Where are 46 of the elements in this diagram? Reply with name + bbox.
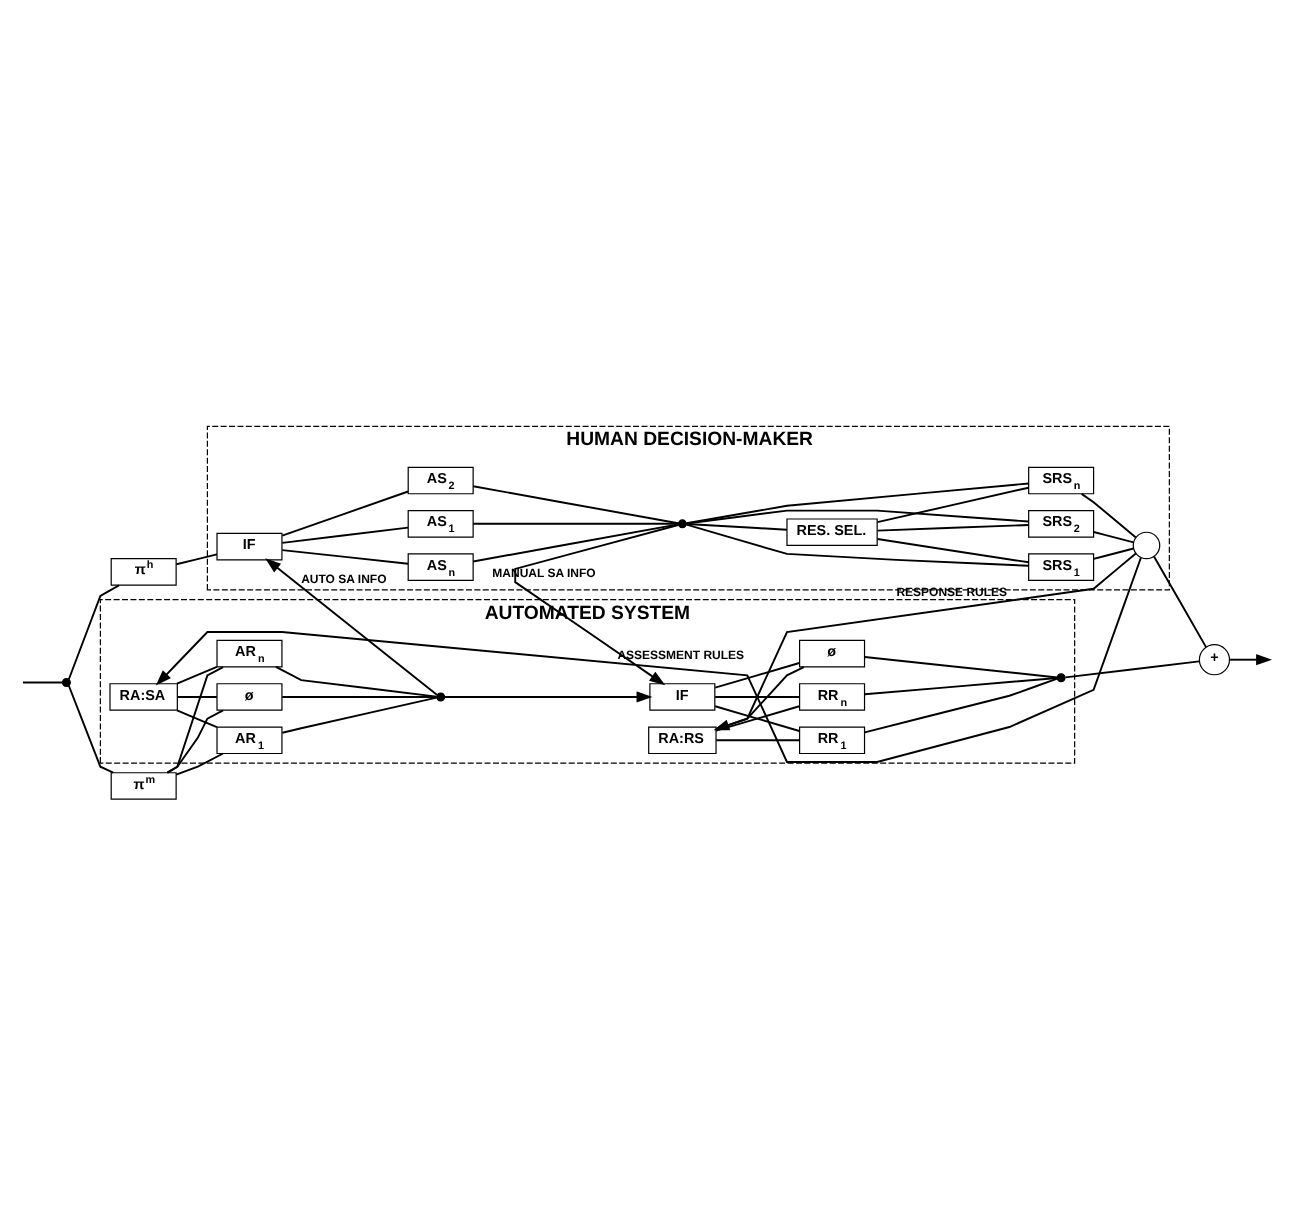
connector [685,509,1030,525]
connector [281,549,410,565]
connector [281,526,410,544]
node-dot [61,678,71,688]
connector [714,662,801,689]
arrow [514,524,680,686]
connector [685,523,1030,567]
node-circle [1132,531,1161,560]
connector [1153,555,1207,648]
connector [175,752,224,776]
connector [714,696,801,698]
arrow [1228,654,1272,666]
arrow [443,691,653,703]
connector [175,553,218,566]
connector [274,665,438,698]
connector [876,524,1030,532]
connector [863,656,1059,679]
arrow [265,558,438,696]
connector [715,739,801,742]
connector [863,677,1059,734]
connector [1080,492,1137,539]
connector [281,696,438,734]
connector [472,485,680,525]
connector [876,538,1030,564]
connector [22,681,64,684]
connector [1064,660,1201,679]
connector [685,523,788,531]
connector [67,684,115,774]
connector [876,486,1030,524]
connector [472,523,680,563]
connector [1092,531,1135,544]
connector [176,696,218,698]
connector [1092,547,1135,560]
connector [472,522,680,525]
connector [281,696,438,698]
connector [281,490,410,537]
node-dot [677,519,687,529]
connector [166,666,225,774]
connector [176,665,218,685]
node-dot [436,692,446,702]
connector [67,584,120,681]
connector [685,482,1030,525]
node-dot [1056,673,1066,683]
connector [176,709,218,729]
arrow [155,556,1142,763]
connector [863,677,1059,696]
